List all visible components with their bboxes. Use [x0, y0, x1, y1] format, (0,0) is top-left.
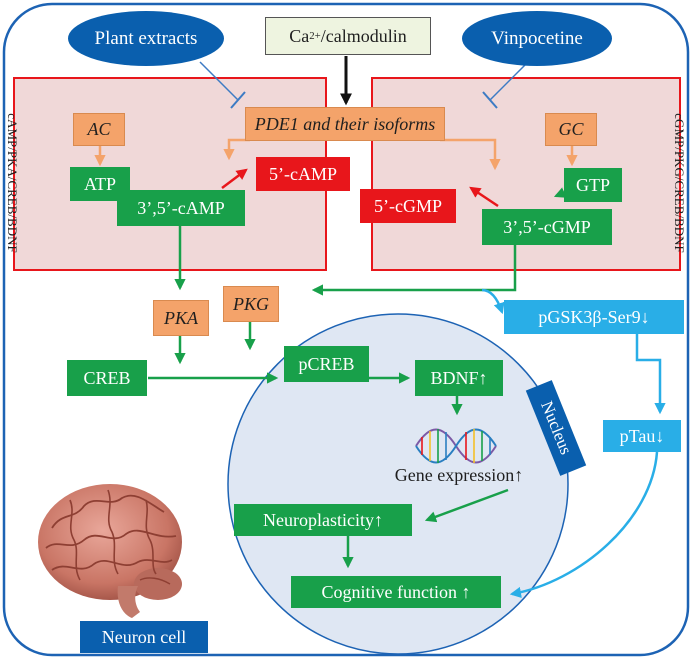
ptau-node: pTau↓	[603, 420, 681, 452]
cognitive-function-label: Cognitive function ↑	[321, 581, 471, 602]
cyclic-amp-label: 3’,5’-cAMP	[137, 197, 225, 218]
pcreb-node: pCREB	[284, 346, 369, 382]
camp-pathway-label: cAMP/PKA/CREB/BDNF	[5, 113, 20, 253]
gtp-label: GTP	[575, 174, 610, 195]
pgsk-to-ptau-arrow	[635, 334, 666, 415]
plant-extracts-label: Plant extracts	[94, 27, 198, 49]
ac-label: AC	[87, 119, 111, 139]
gene-expression-label: Gene expression↑	[364, 462, 554, 488]
plant-extracts-node: Plant extracts	[68, 11, 224, 66]
ca-prefix: Ca	[289, 25, 310, 46]
creb-label: CREB	[83, 367, 131, 388]
cyclic-gmp-node: 3’,5’-cGMP	[482, 209, 612, 245]
vinpocetine-inhibition	[489, 61, 529, 101]
plant-extracts-inhibition	[199, 61, 239, 101]
dna-helix-icon	[415, 428, 497, 464]
gene-to-neuroplasticity-arrow	[424, 488, 509, 523]
cyclic-amp-node: 3’,5’-cAMP	[117, 190, 245, 226]
ptau-to-cognitive-arrow	[509, 451, 659, 598]
pde1-node: PDE1 and their isoforms	[245, 107, 445, 141]
bdnf-label: BDNF↑	[430, 367, 488, 388]
gtp-node: GTP	[564, 168, 622, 202]
gc-label: GC	[558, 119, 584, 139]
pde1-to-cgmp-arrow	[440, 138, 501, 171]
5-cgmp-label: 5’-cGMP	[374, 195, 442, 216]
bdnf-node: BDNF↑	[415, 360, 503, 396]
pgsk-node: pGSK3β-Ser9↓	[504, 300, 684, 334]
camp-to-5amp-arrow	[221, 168, 248, 189]
nucleus-circle	[227, 313, 569, 655]
plant-extracts-inhibition-bar	[230, 91, 246, 109]
gene-expression-text: Gene expression↑	[394, 464, 524, 485]
gc-node: GC	[545, 113, 597, 146]
atp-label: ATP	[83, 173, 116, 194]
pde1-label: PDE1 and their isoforms	[254, 113, 436, 134]
neuroplasticity-label: Neuroplasticity↑	[263, 509, 383, 530]
vinpocetine-node: Vinpocetine	[462, 11, 612, 66]
creb-node: CREB	[67, 360, 147, 396]
vinpocetine-label: Vinpocetine	[491, 27, 583, 49]
neuroplasticity-node: Neuroplasticity↑	[234, 504, 412, 536]
ac-node: AC	[73, 113, 125, 146]
brain-icon	[38, 484, 182, 618]
5-cgmp-node: 5’-cGMP	[360, 189, 456, 223]
vinpocetine-inhibition-bar	[482, 91, 498, 109]
pcreb-label: pCREB	[298, 353, 355, 374]
calmodulin-label: /calmodulin	[320, 25, 407, 46]
5-camp-node: 5’-cAMP	[256, 157, 350, 191]
pkg-node: PKG	[223, 286, 279, 322]
cgmp-pathway-label: cGMP/PKG/CREB/BDNF	[672, 113, 687, 253]
cgmp-to-pkg-arrow	[311, 244, 517, 296]
cgmp-to-pgsk-arrow	[481, 288, 505, 315]
pkg-label: PKG	[233, 293, 269, 314]
pka-node: PKA	[153, 300, 209, 336]
cyclic-gmp-label: 3’,5’-cGMP	[503, 216, 591, 237]
neuron-cell-label-box: Neuron cell	[80, 621, 208, 653]
pka-label: PKA	[164, 307, 198, 328]
pde1-to-camp-arrow	[223, 138, 250, 161]
5-camp-label: 5’-cAMP	[269, 163, 337, 184]
neuron-cell-label: Neuron cell	[101, 626, 187, 647]
pgsk-label: pGSK3β-Ser9↓	[538, 306, 650, 327]
cgmp-to-5gmp-arrow	[469, 186, 499, 208]
ptau-label: pTau↓	[619, 425, 665, 446]
cognitive-function-node: Cognitive function ↑	[291, 576, 501, 608]
